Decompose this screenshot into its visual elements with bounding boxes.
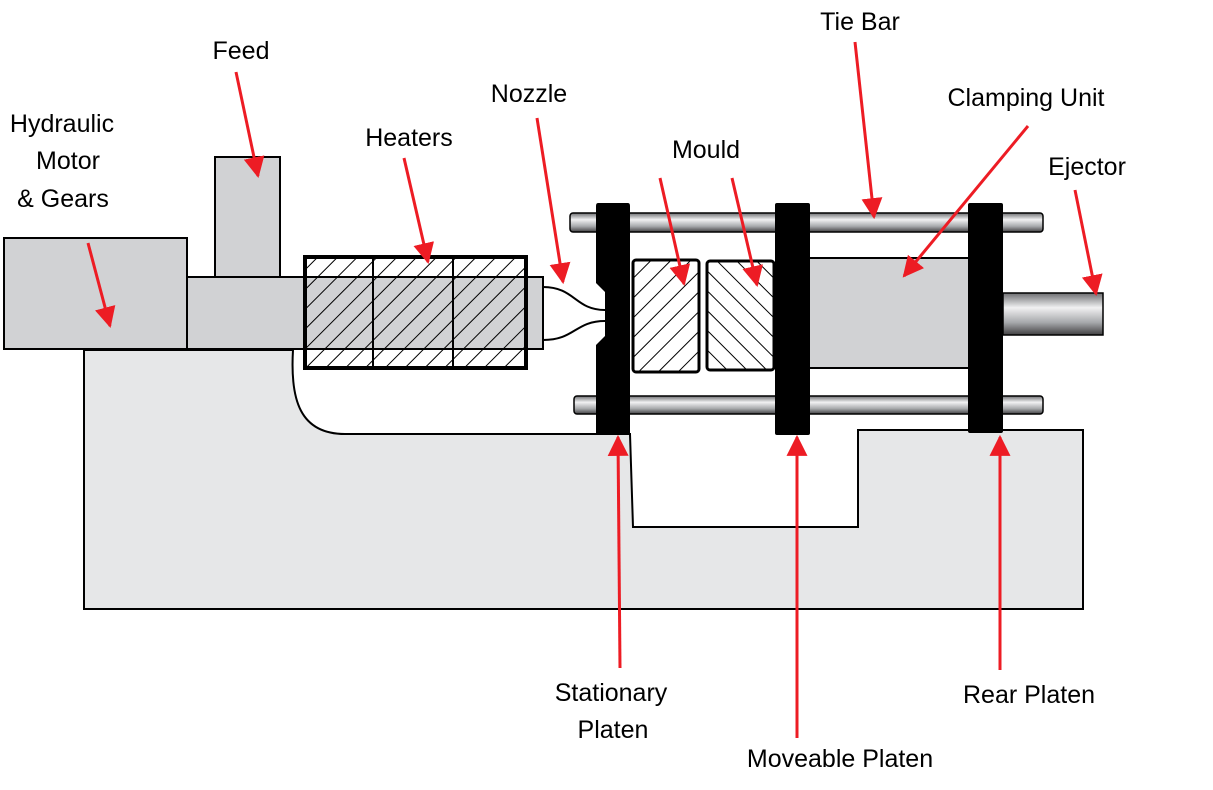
label-hydraulic-2: Motor	[36, 147, 100, 175]
label-clamping-unit: Clamping Unit	[947, 84, 1104, 112]
moveable-platen	[775, 203, 810, 435]
label-hydraulic-1: Hydraulic	[10, 110, 114, 138]
label-heaters: Heaters	[365, 124, 453, 152]
arrow-ejector	[1073, 189, 1103, 297]
arrow-tie-bar	[853, 41, 883, 220]
arrow-heaters	[402, 157, 434, 265]
clamping-unit	[807, 257, 971, 369]
label-tie-bar: Tie Bar	[820, 8, 900, 36]
hydraulic-motor	[3, 237, 188, 350]
rear-platen	[968, 203, 1003, 433]
mould-half-moving	[705, 259, 776, 372]
arrow-mould-right	[730, 177, 763, 288]
feed-hopper	[214, 156, 281, 278]
label-stationary-2: Platen	[578, 716, 649, 744]
nozzle	[542, 286, 606, 341]
arrow-mould-left	[658, 177, 691, 287]
label-hydraulic-3: & Gears	[17, 185, 109, 213]
label-mould: Mould	[672, 136, 740, 164]
callout-arrows	[86, 41, 1103, 738]
arrow-hydraulic	[86, 242, 116, 329]
arrow-stationary-platen	[607, 434, 629, 669]
stationary-platen	[596, 203, 630, 435]
mould-half-fixed	[631, 258, 701, 374]
arrow-clamping-unit	[902, 125, 1030, 278]
arrow-feed	[234, 71, 265, 179]
label-feed: Feed	[213, 37, 270, 65]
arrow-nozzle	[535, 117, 571, 285]
ejector-rod	[1002, 292, 1104, 336]
machine-base	[83, 349, 1084, 610]
label-moveable-platen: Moveable Platen	[747, 745, 933, 773]
label-nozzle: Nozzle	[491, 80, 567, 108]
label-stationary-1: Stationary	[555, 679, 668, 707]
heaters	[303, 255, 528, 370]
label-rear-platen: Rear Platen	[963, 681, 1095, 709]
label-ejector: Ejector	[1048, 153, 1126, 181]
